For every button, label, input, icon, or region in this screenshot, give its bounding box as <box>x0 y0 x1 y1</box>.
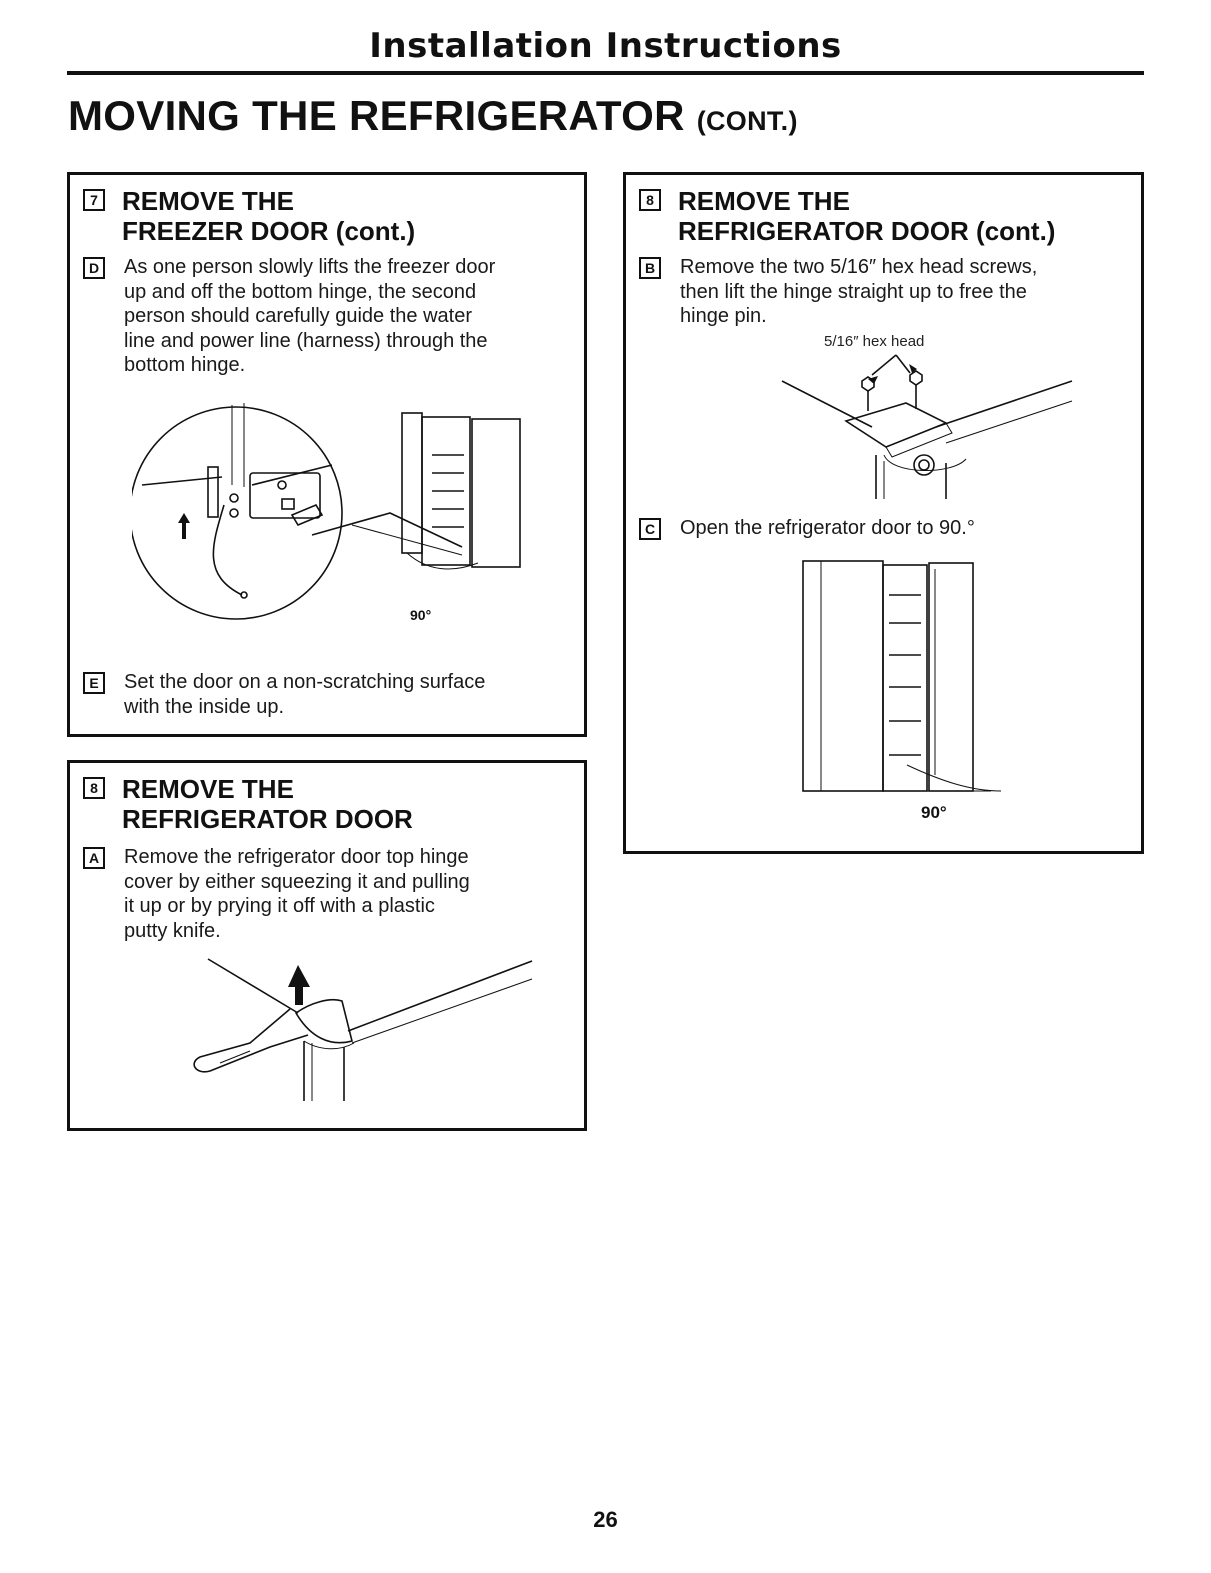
step-8-panel: 8 REMOVE THE REFRIGERATOR DOOR A Remove … <box>67 760 587 1131</box>
substep-e-text: Set the door on a non-scratching surface… <box>124 670 485 719</box>
top-hinge-screws-illustration <box>781 354 1073 499</box>
substep-a-text: Remove the refrigerator door top hinge c… <box>124 845 470 943</box>
step-7-heading-line1: REMOVE THE <box>122 186 294 216</box>
substep-d-text: As one person slowly lifts the freezer d… <box>124 255 495 378</box>
step-8-number: 8 <box>83 777 105 799</box>
substep-a-line: it up or by prying it off with a plastic <box>124 895 435 917</box>
step-8-cont-panel: 8 REMOVE THE REFRIGERATOR DOOR (cont.) B… <box>623 172 1144 854</box>
step-8-cont-number: 8 <box>639 189 661 211</box>
substep-c-letter: C <box>639 518 661 540</box>
step-8-cont-heading-line2: REFRIGERATOR DOOR (cont.) <box>678 216 1056 246</box>
header-divider <box>67 71 1144 75</box>
substep-b-line: then lift the hinge straight up to free … <box>680 280 1027 303</box>
substep-d-line: As one person slowly lifts the freezer d… <box>124 256 496 278</box>
hex-head-callout: 5/16″ hex head <box>824 333 925 350</box>
freezer-hinge-illustration <box>132 403 521 620</box>
page-title-suffix: (CONT.) <box>696 106 798 136</box>
step-8-cont-heading-line1: REMOVE THE <box>678 186 850 216</box>
substep-e-line: Set the door on a non-scratching surface <box>124 671 486 693</box>
substep-b-text: Remove the two 5/16″ hex head screws, th… <box>680 255 1037 329</box>
substep-b-line: Remove the two 5/16″ hex head screws, <box>680 256 1038 278</box>
substep-d-line: bottom hinge. <box>124 354 246 376</box>
freezer-door-angle-label: 90° <box>410 607 432 623</box>
substep-d-line: up and off the bottom hinge, the second <box>124 280 477 303</box>
hinge-cover-illustration <box>193 958 533 1101</box>
substep-a-letter: A <box>83 847 105 869</box>
step-7-heading-line2: FREEZER DOOR (cont.) <box>122 216 416 246</box>
substep-d-letter: D <box>83 257 105 279</box>
substep-d-line: person should carefully guide the water <box>124 305 472 327</box>
substep-d-line: line and power line (harness) through th… <box>124 329 488 352</box>
refrigerator-door-angle-label: 90° <box>921 803 947 822</box>
step-8-heading-line1: REMOVE THE <box>122 774 294 804</box>
substep-a-line: cover by either squeezing it and pulling <box>124 870 470 893</box>
substep-a-line: putty knife. <box>124 919 221 942</box>
substep-a-line: Remove the refrigerator door top hinge <box>124 846 469 868</box>
substep-b-letter: B <box>639 257 661 279</box>
page-title: MOVING THE REFRIGERATOR (CONT.) <box>68 92 798 140</box>
page-number: 26 <box>593 1507 618 1532</box>
substep-e-line: with the inside up. <box>124 695 285 718</box>
page-title-main: MOVING THE REFRIGERATOR <box>68 92 685 139</box>
step-7-number: 7 <box>83 189 105 211</box>
substep-e-letter: E <box>83 672 105 694</box>
substep-c-text: Open the refrigerator door to 90.° <box>680 516 975 541</box>
substep-b-line: hinge pin. <box>680 305 767 327</box>
header-title: Installation Instructions <box>369 26 842 66</box>
step-8-heading-line2: REFRIGERATOR DOOR <box>122 804 413 834</box>
refrigerator-open-illustration <box>802 560 1002 792</box>
substep-c-line: Open the refrigerator door to 90.° <box>680 517 975 539</box>
step-7-panel: 7 REMOVE THE FREEZER DOOR (cont.) D As o… <box>67 172 587 737</box>
